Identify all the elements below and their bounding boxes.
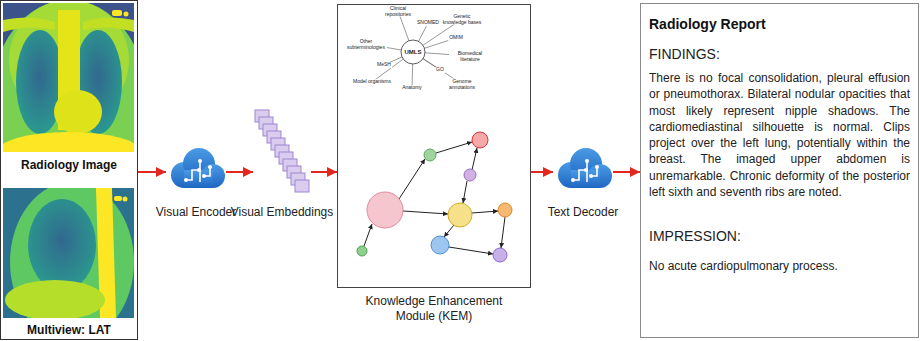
source-label: Other subterminologies: [345, 39, 387, 50]
embedding-stack: Visual Embeddings: [253, 108, 311, 196]
flow-arrow: [531, 171, 553, 173]
source-label: Genome annotations: [441, 79, 483, 90]
flow-arrow: [226, 171, 253, 173]
source-label: OMIM: [448, 35, 464, 41]
source-label: Genetic knowledge bases: [441, 14, 483, 25]
component-label: Knowledge Enhancement Module (KEM): [345, 294, 523, 324]
findings-text: There is no focal consolidation, pleural…: [649, 70, 910, 200]
source-label: GO: [435, 67, 445, 73]
source-label: MeSH: [376, 62, 392, 68]
component-label: Visual Encoder: [156, 205, 237, 219]
source-label: Anatomy: [401, 85, 423, 91]
component-label: Visual Embeddings: [231, 205, 334, 219]
image-caption: Radiology Image: [1, 158, 137, 172]
encoder-icon: Visual Encoder: [166, 150, 226, 196]
component-label: Text Decoder: [548, 205, 619, 219]
source-label: Biomedical literature: [449, 51, 491, 62]
report-title: Radiology Report: [649, 16, 910, 32]
source-label: SNOMED: [416, 20, 440, 26]
image-panel: Radiology ImageMultiview: LAT: [0, 0, 138, 340]
flow-arrow: [613, 171, 640, 173]
source-label: Model organisms: [352, 79, 392, 85]
decoder-icon: Text Decoder: [553, 150, 613, 196]
impression-text: No acute cardiopulmonary process.: [649, 258, 910, 274]
image-caption: Multiview: LAT: [1, 323, 137, 337]
section-heading: FINDINGS:: [649, 46, 910, 62]
source-label: Clinical repositories: [377, 6, 419, 17]
report-box: Radiology ReportFINDINGS: There is no foc…: [640, 3, 919, 338]
flow-arrow: [311, 171, 337, 173]
flow-arrow: [138, 171, 166, 173]
section-heading: IMPRESSION:: [649, 228, 910, 244]
hub-label: UMLS: [404, 49, 423, 56]
